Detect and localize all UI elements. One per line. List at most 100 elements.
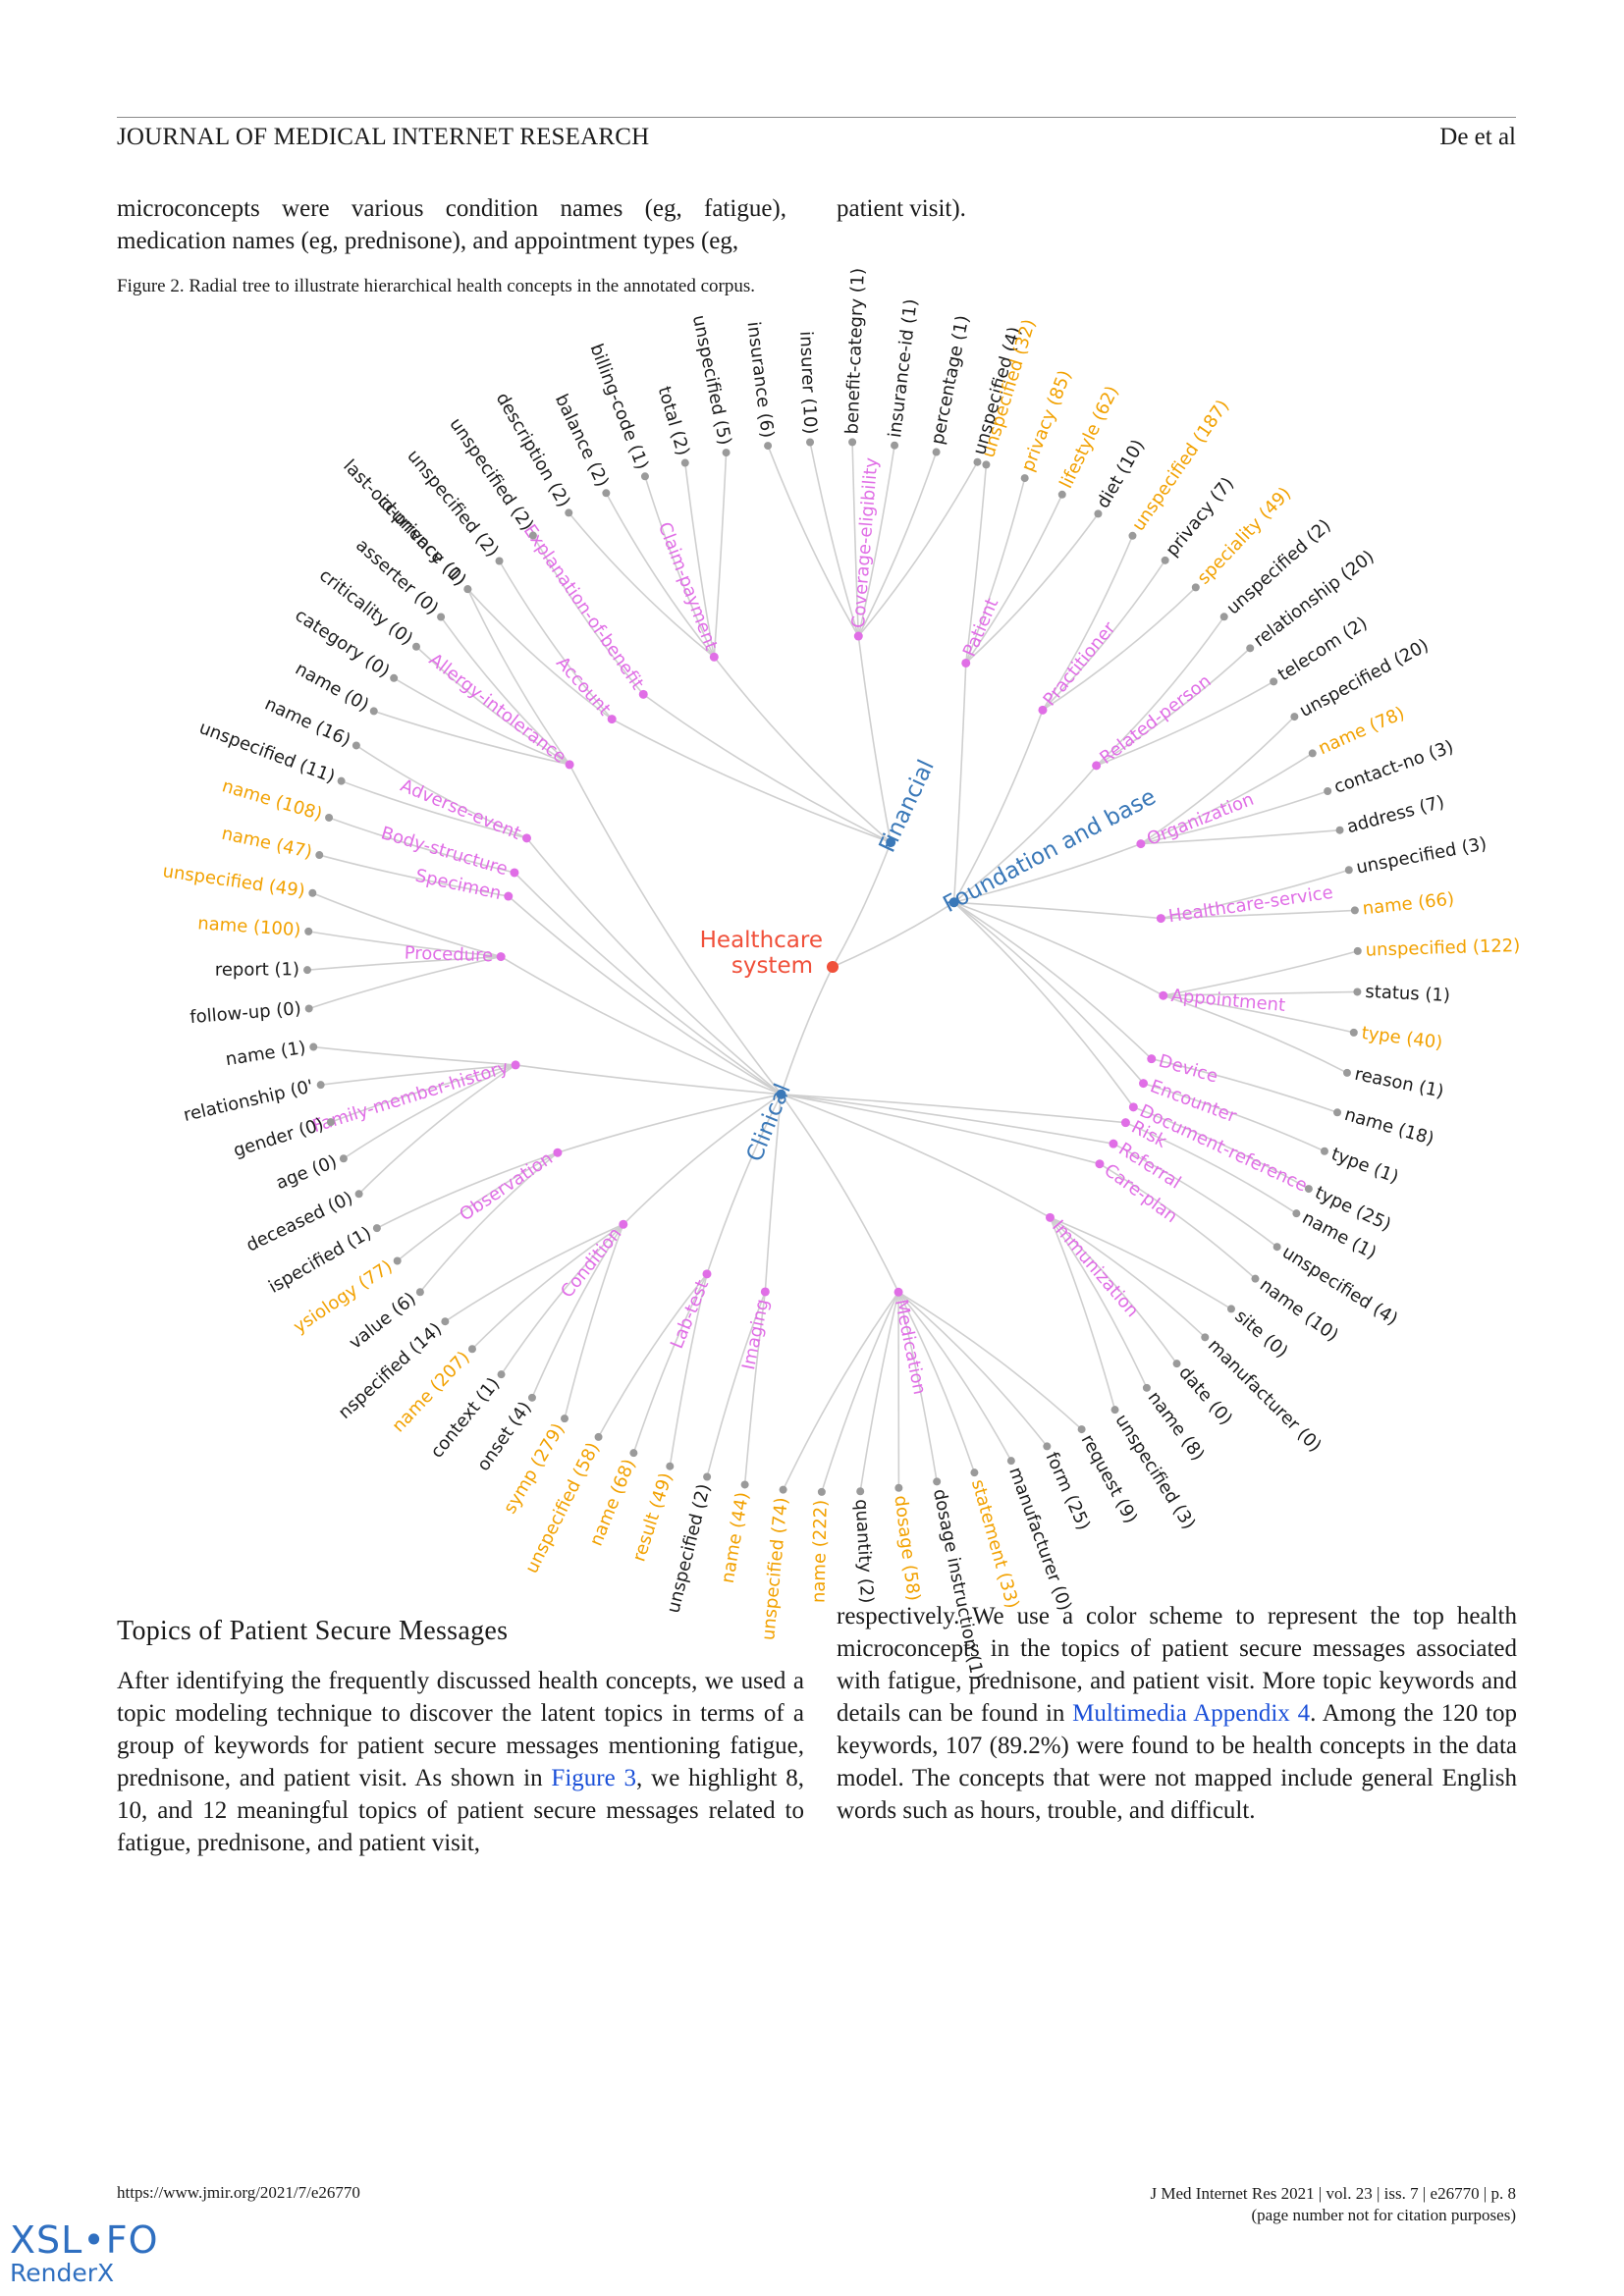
tree-edge	[953, 901, 1164, 996]
leaf-node	[303, 966, 312, 975]
tree-edge	[953, 901, 1145, 1085]
leaf-node	[372, 1224, 381, 1233]
category-node-immunization	[1045, 1212, 1055, 1222]
leaf-label: name (222)	[809, 1500, 832, 1604]
leaf-node	[1172, 1360, 1181, 1368]
category-node-claim-payment	[709, 652, 719, 662]
tree-edge	[897, 1291, 1083, 1430]
tree-edge	[444, 1223, 624, 1322]
tree-edge	[320, 1064, 516, 1086]
leaf-node	[437, 613, 446, 621]
leaf-node	[1110, 1406, 1119, 1415]
category-node-adverse-event	[521, 833, 531, 843]
leaf-label: name (100)	[197, 913, 301, 940]
tree-edge	[1140, 752, 1314, 845]
category-node-referral	[1109, 1139, 1118, 1148]
tree-edge	[1112, 1143, 1278, 1248]
intro-paragraph-left: microconcepts were various condition nam…	[117, 192, 786, 257]
leaf-label: type (40)	[1360, 1023, 1443, 1053]
tree-edge	[897, 1292, 938, 1482]
tree-edge	[965, 494, 1063, 664]
tree-edge	[514, 1064, 782, 1095]
tree-edge	[306, 955, 502, 971]
leaf-label: manufacturer (0)	[1204, 1335, 1326, 1456]
tree-edge	[355, 744, 527, 839]
tree-edge	[308, 955, 502, 1010]
leaf-node	[497, 1370, 506, 1379]
tree-edge	[780, 1094, 899, 1293]
leaf-node	[1333, 1108, 1342, 1117]
footer-citation: J Med Internet Res 2021 | vol. 23 | iss.…	[1151, 2183, 1516, 2226]
tree-edge	[713, 656, 892, 843]
tree-edge	[706, 1094, 783, 1275]
leaf-label: name (47)	[220, 824, 314, 863]
leaf-node	[352, 741, 360, 750]
category-label-explanation-of-benefit: Explanation-of-benefit	[519, 521, 648, 694]
leaf-label: age (0)	[273, 1151, 340, 1194]
tree-edges	[306, 442, 1358, 1493]
leaf-node	[1094, 509, 1103, 518]
tree-edge	[514, 872, 783, 1095]
tree-edge	[1140, 716, 1295, 845]
leaf-label: insurance-id (1)	[885, 297, 922, 439]
leaf-node	[463, 585, 472, 594]
leaf-node	[339, 1154, 348, 1163]
tree-edge	[531, 1223, 624, 1399]
tree-edge	[376, 1151, 559, 1229]
category-node-family-member-history	[511, 1060, 520, 1070]
level1-node-foundation-and-base	[948, 897, 959, 908]
tree-edge	[605, 492, 715, 658]
category-label-condition: Condition	[557, 1224, 625, 1303]
leaf-node	[1226, 1305, 1235, 1313]
tree-edge	[952, 710, 1044, 903]
tree-edge	[341, 779, 527, 839]
category-label-imaging: Imaging	[738, 1298, 773, 1372]
leaf-node	[764, 442, 773, 451]
tree-edge	[953, 901, 1153, 1060]
level1-label-foundation-and-base: Foundation and base	[939, 784, 1160, 918]
tree-edge	[1163, 990, 1358, 996]
leaf-node	[354, 1190, 363, 1199]
leaf-node	[1219, 613, 1228, 621]
tree-edge	[466, 588, 570, 766]
tree-edge	[1151, 1057, 1338, 1114]
tree-edge	[743, 1291, 767, 1485]
leaf-label: report (1)	[215, 959, 299, 981]
section-paragraph-right: respectively. We use a color scheme to r…	[837, 1600, 1517, 1827]
tree-edge	[781, 1094, 1051, 1219]
leaf-label: result (49)	[628, 1470, 677, 1565]
leaf-node	[932, 448, 941, 456]
section-paragraph-left: After identifying the frequently discuss…	[117, 1665, 804, 1859]
leaf-node	[326, 1118, 335, 1127]
tree-edge	[767, 445, 859, 637]
tree-edge	[809, 442, 860, 637]
tree-edge	[857, 461, 979, 637]
category-node-encounter	[1139, 1079, 1149, 1089]
figure-3-link[interactable]: Figure 3	[551, 1765, 637, 1791]
tree-edge	[308, 931, 502, 958]
category-node-explanation-of-benefit	[638, 689, 648, 699]
footer-url[interactable]: https://www.jmir.org/2021/7/e26770	[117, 2183, 360, 2202]
tree-edge	[781, 1094, 1101, 1165]
tree-edge	[764, 1094, 783, 1293]
tree-edge	[713, 453, 728, 658]
leaf-node	[1324, 787, 1332, 796]
category-label-observation: Observation	[456, 1148, 557, 1226]
leaf-node	[1201, 1333, 1210, 1342]
leaf-node	[1292, 1209, 1301, 1218]
leaf-node	[304, 1004, 313, 1013]
category-label-patient: Patient	[959, 595, 1002, 660]
intro-left-text: microconcepts were various condition nam…	[117, 195, 786, 254]
tree-edge	[1140, 790, 1328, 845]
leaf-node	[527, 1393, 536, 1402]
tree-edge	[1049, 1216, 1148, 1389]
category-node-coverage-eligibility	[853, 631, 863, 641]
tree-edge	[859, 1292, 899, 1492]
multimedia-appendix-link[interactable]: Multimedia Appendix 4	[1072, 1700, 1311, 1727]
leaf-node	[441, 1317, 450, 1326]
leaf-node	[806, 438, 815, 447]
tree-edge	[500, 955, 782, 1095]
leaf-node	[1142, 1383, 1151, 1392]
